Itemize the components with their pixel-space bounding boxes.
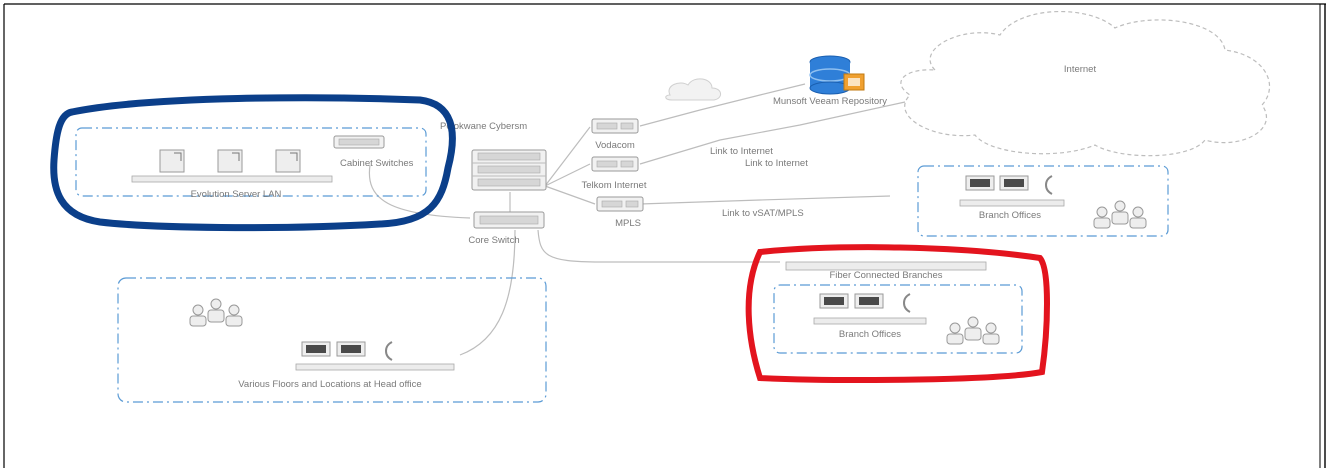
server-icons	[159, 149, 301, 173]
head-office-bar	[295, 363, 455, 371]
vodacom-router-icon	[591, 118, 639, 134]
telkom-label: Telkom Internet	[582, 180, 647, 191]
people-icon-right	[1093, 200, 1147, 229]
mpls-label: MPLS	[615, 218, 641, 229]
core-switch-icon	[473, 211, 545, 229]
polokwane-label: Polokwane Cybersm	[440, 121, 527, 132]
link-lines	[368, 83, 906, 356]
branch-offices-right-label: Branch Offices	[979, 210, 1041, 221]
cabinet-switch-icon	[333, 135, 385, 149]
link-internet-1-label: Link to Internet	[710, 146, 773, 157]
head-office-box	[117, 277, 547, 403]
fiber-bar	[785, 261, 987, 271]
evolution-lan-label: Evolution Server LAN	[191, 189, 282, 200]
database-icon	[809, 55, 865, 95]
link-internet-2-label: Link to Internet	[745, 158, 808, 169]
repository-label: Munsoft Veeam Repository	[773, 96, 887, 107]
lan-bus-bar	[131, 175, 333, 183]
head-office-label: Various Floors and Locations at Head off…	[238, 379, 421, 390]
vodacom-label: Vodacom	[595, 140, 635, 151]
branch-fiber-devices	[819, 293, 911, 313]
internet-cloud: Internet	[900, 11, 1271, 157]
blue-highlight-ring	[50, 94, 456, 232]
core-switch-label: Core Switch	[468, 235, 519, 246]
branch-offices-fiber-box	[773, 284, 1023, 354]
branch-right-devices	[965, 175, 1053, 195]
telkom-router-icon	[591, 156, 639, 172]
red-highlight-ring	[745, 244, 1050, 383]
head-office-devices	[301, 341, 393, 361]
internet-label: Internet	[1064, 64, 1097, 75]
branch-right-bar	[959, 199, 1065, 207]
central-switch-stack	[471, 149, 547, 191]
branch-offices-fiber-label: Branch Offices	[839, 329, 901, 340]
people-icon-fiber	[946, 316, 1000, 345]
fiber-connected-label: Fiber Connected Branches	[829, 270, 942, 281]
evolution-lan-box	[75, 127, 427, 197]
branch-fiber-bar	[813, 317, 927, 325]
small-cloud-icon	[665, 78, 721, 101]
people-icon-head	[189, 298, 243, 327]
cabinet-switches-label: Cabinet Switches	[340, 158, 414, 169]
mpls-router-icon	[596, 196, 644, 212]
link-vsat-label: Link to vSAT/MPLS	[722, 208, 804, 219]
